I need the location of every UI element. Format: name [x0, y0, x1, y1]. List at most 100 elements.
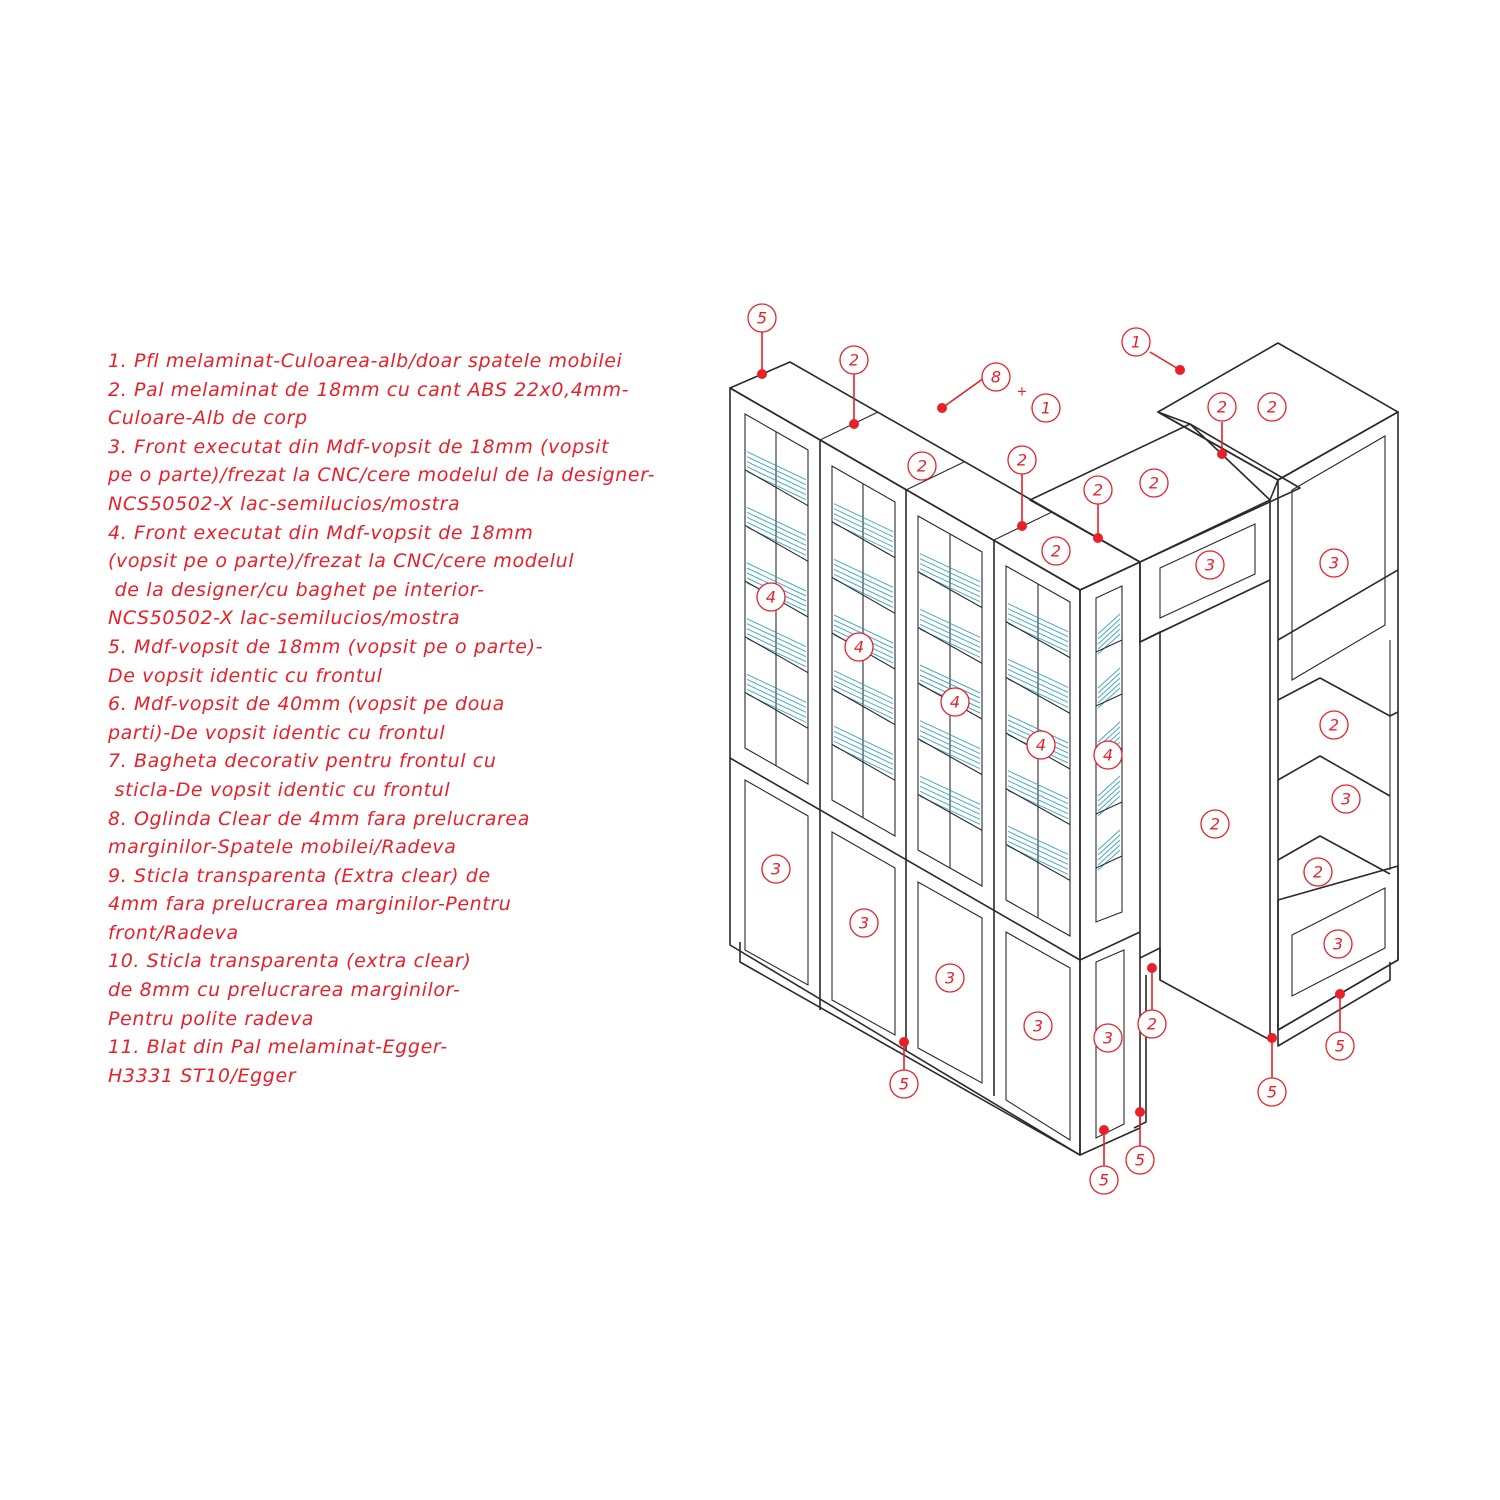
- glass-hatch-line: [833, 508, 894, 538]
- callout: 2: [1319, 710, 1349, 740]
- muntin-bar: [1095, 855, 1123, 869]
- glass-hatch-line: [1097, 785, 1121, 807]
- callout-label: 5: [1099, 1171, 1109, 1190]
- left-cabinet-run: [729, 361, 1141, 1156]
- glass-hatch-line: [1097, 795, 1121, 817]
- legend-line: 7. Bagheta decorativ pentru frontul cu: [108, 750, 497, 773]
- glass-hatch-line: [919, 785, 981, 815]
- callout-label: 4: [766, 588, 776, 607]
- glass-hatch-line: [1007, 770, 1069, 800]
- callout-label: 4: [950, 693, 960, 712]
- glass-hatch-line: [833, 614, 894, 644]
- muntin-bar: [1095, 801, 1123, 815]
- callout-label: 4: [854, 638, 864, 657]
- glass-hatch-line: [919, 563, 981, 593]
- legend-line: marginilor-Spatele mobilei/Radeva: [108, 836, 457, 859]
- muntin-bar: [917, 793, 983, 831]
- callout-label: 3: [1205, 556, 1215, 575]
- glass-hatch-line: [1007, 668, 1069, 698]
- glass-hatch-line: [919, 730, 981, 760]
- callout-label: 2: [1093, 481, 1103, 500]
- glass-hatch-line: [919, 775, 981, 805]
- callout: 5: [1089, 1165, 1119, 1195]
- glass-hatch-line: [1097, 721, 1121, 743]
- callout-label: 3: [771, 860, 781, 879]
- muntin-bar: [917, 738, 983, 776]
- glass-hatch-line: [833, 503, 894, 533]
- glass-hatch-line: [1097, 829, 1121, 851]
- glass-hatch-line: [746, 688, 807, 718]
- glass-hatch-line: [746, 451, 807, 481]
- glass-hatch-line: [1097, 834, 1121, 856]
- legend-line: Culoare-Alb de corp: [108, 407, 308, 430]
- legend-line: 4. Front executat din Mdf-vopsit de 18mm: [108, 521, 534, 544]
- glass-hatch-line: [919, 664, 981, 694]
- glass-hatch-line: [833, 670, 894, 700]
- legend-line: 2. Pal melaminat de 18mm cu cant ABS 22x…: [108, 378, 630, 401]
- glass-hatch-line: [1007, 825, 1069, 855]
- glass-hatch-line: [833, 675, 894, 705]
- glass-hatch-line: [1007, 613, 1069, 643]
- glass-hatch-line: [1097, 849, 1121, 871]
- callout: 1: [1121, 327, 1151, 357]
- glass-hatch-line: [746, 456, 807, 486]
- glass-hatch-line: [746, 673, 807, 703]
- glass-hatch-line: [833, 685, 894, 715]
- glass-hatch-line: [1007, 603, 1069, 633]
- glass-hatch-line: [919, 553, 981, 583]
- callout: 2: [839, 345, 869, 375]
- glass-hatch-line: [833, 730, 894, 760]
- muntin-bar: [917, 571, 983, 609]
- glass-hatch-line: [833, 563, 894, 593]
- legend-line: sticla-De vopsit identic cu frontul: [108, 778, 451, 801]
- glass-hatch-line: [1007, 618, 1069, 648]
- glass-hatch-line: [1007, 835, 1069, 865]
- callout-label: 4: [1036, 736, 1046, 755]
- glass-hatch-line: [1097, 623, 1121, 645]
- glass-hatch-line: [1097, 687, 1121, 709]
- callout-label: 3: [1333, 935, 1343, 954]
- callout-label: 5: [757, 309, 767, 328]
- callout-label: 2: [1210, 815, 1220, 834]
- legend-line: pe o parte)/frezat la CNC/cere modelul d…: [108, 464, 656, 487]
- callout-label: 1: [1041, 399, 1051, 418]
- muntin-bar: [744, 636, 809, 674]
- glass-hatch-line: [1097, 618, 1121, 640]
- callout: 2: [907, 451, 937, 481]
- muntin-bar: [831, 743, 896, 781]
- callout: 3: [1195, 550, 1225, 580]
- callout: 4: [756, 582, 786, 612]
- legend-line: 6. Mdf-vopsit de 40mm (vopsit pe doua: [108, 693, 505, 716]
- glass-hatch-line: [1007, 840, 1069, 870]
- glass-hatch-line: [746, 683, 807, 713]
- glass-hatch-line: [746, 633, 807, 663]
- glass-hatch-line: [1097, 677, 1121, 699]
- muntin-bar: [831, 576, 896, 614]
- glass-hatch-line: [919, 558, 981, 588]
- callout: 5: [889, 1069, 919, 1099]
- callout: 3: [849, 908, 879, 938]
- callout-label: 3: [1033, 1017, 1043, 1036]
- glass-hatch-line: [746, 628, 807, 658]
- legend-line: NCS50502-X lac-semilucios/mostra: [108, 607, 461, 630]
- glass-hatch-line: [746, 506, 807, 536]
- callout-label: 3: [1103, 1029, 1113, 1048]
- glass-hatch-line: [833, 568, 894, 598]
- legend-line: H3331 ST10/Egger: [108, 1064, 297, 1087]
- callout-label: 2: [1313, 863, 1323, 882]
- legend-line: front/Radeva: [108, 921, 239, 944]
- callout: 4: [940, 687, 970, 717]
- legend-line: 11. Blat din Pal melaminat-Egger-: [108, 1036, 448, 1059]
- glass-hatch-line: [1007, 673, 1069, 703]
- glass-hatch-line: [1007, 658, 1069, 688]
- glass-hatch-line: [1097, 667, 1121, 689]
- legend-line: Pentru polite radeva: [108, 1007, 315, 1030]
- callout: 2: [1083, 475, 1113, 505]
- callout-label: 3: [859, 914, 869, 933]
- muntin-bar: [744, 691, 809, 729]
- legend-line: de la designer/cu baghet pe interior-: [108, 578, 485, 601]
- glass-hatch-line: [1097, 775, 1121, 797]
- callout-label: 5: [1267, 1083, 1277, 1102]
- callout: 2: [1137, 1009, 1167, 1039]
- callout: 5: [747, 303, 777, 333]
